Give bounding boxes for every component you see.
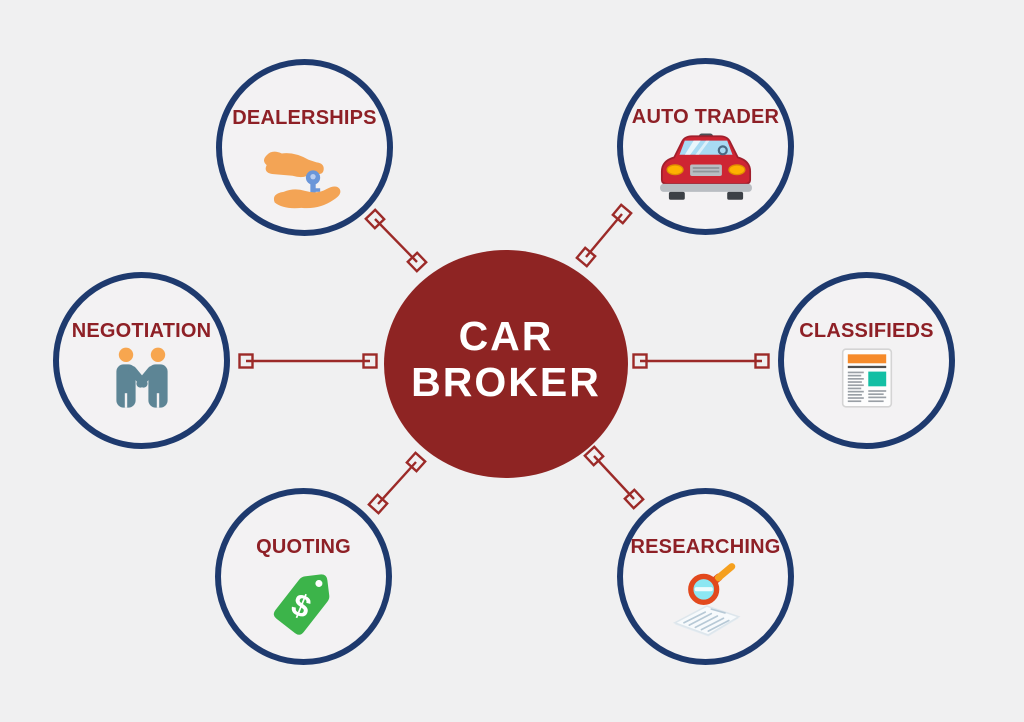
node-negotiation: NEGOTIATION [53, 272, 230, 449]
node-classifieds: CLASSIFIEDS [778, 272, 955, 449]
hub-title: CAR BROKER [411, 313, 601, 406]
connector-negotiation [238, 353, 378, 369]
hub-car-broker: CAR BROKER [384, 250, 628, 478]
connector-dealerships [364, 208, 428, 273]
node-quoting: QUOTING $ [215, 488, 392, 665]
connector-researching [583, 445, 645, 510]
handshake-people-icon [102, 346, 182, 410]
node-negotiation-label: NEGOTIATION [71, 320, 212, 342]
magnifying-glass-document-icon [656, 562, 756, 638]
node-dealerships: DEALERSHIPS [216, 59, 393, 236]
node-dealerships-label: DEALERSHIPS [232, 107, 377, 129]
node-researching: RESEARCHING [617, 488, 794, 665]
node-auto-trader: AUTO TRADER [617, 58, 794, 235]
price-tag-dollar-icon: $ [264, 562, 344, 640]
node-auto-trader-label: AUTO TRADER [631, 106, 780, 128]
connector-quoting [367, 451, 427, 515]
node-quoting-label: QUOTING [256, 536, 351, 558]
hand-giving-car-key-icon [260, 133, 350, 215]
connector-auto-trader [575, 203, 633, 268]
node-researching-label: RESEARCHING [630, 536, 781, 558]
hub-title-line2: BROKER [411, 359, 601, 405]
newspaper-ad-icon [834, 346, 900, 410]
node-classifieds-label: CLASSIFIEDS [799, 320, 934, 342]
connector-classifieds [632, 353, 770, 369]
hub-title-line1: CAR [458, 312, 554, 359]
red-car-icon [653, 132, 759, 204]
